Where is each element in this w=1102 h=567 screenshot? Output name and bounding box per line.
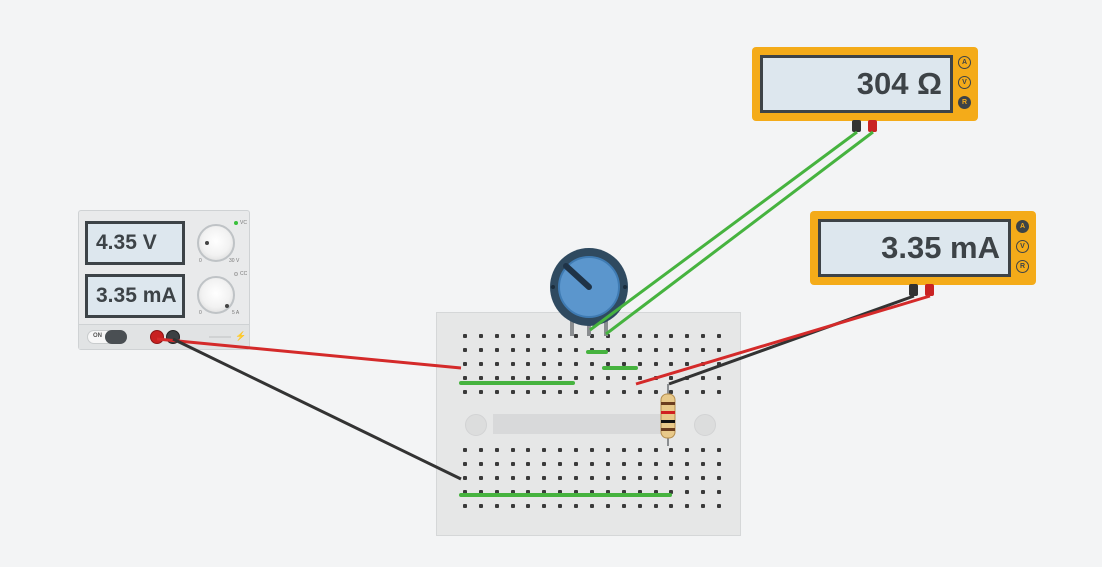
multimeter-ohm[interactable]: 304 Ω A V R: [752, 47, 978, 132]
voltage-display: 4.35 V: [85, 221, 185, 265]
resistor-band: [661, 411, 675, 414]
breadboard[interactable]: [436, 312, 741, 536]
brand-plate: [209, 336, 231, 338]
ohmmeter-lead-wire[interactable]: [589, 130, 858, 332]
mode-button-a[interactable]: A: [958, 56, 971, 69]
mode-button-a[interactable]: A: [1016, 220, 1029, 233]
power-switch-knob: [105, 330, 127, 344]
power-switch-label: ON: [93, 333, 102, 339]
power-red-wire[interactable]: [156, 337, 462, 370]
voltage-knob[interactable]: [197, 224, 235, 262]
top-hole-grid[interactable]: [457, 329, 727, 399]
pot-pointer: [563, 263, 592, 290]
current-display: 3.35 mA: [85, 274, 185, 318]
ammeter-red-probe[interactable]: [925, 284, 934, 296]
mount-hole-left: [465, 414, 487, 436]
cc-indicator-icon: [234, 272, 238, 276]
pot-pin-right: [604, 310, 608, 336]
power-black-wire[interactable]: [172, 337, 462, 481]
mode-button-r[interactable]: R: [958, 96, 971, 109]
current-scale-min: 0: [199, 310, 202, 316]
multimeter-amp[interactable]: 3.35 mA A V R: [810, 211, 1036, 296]
pot-screw: [551, 285, 555, 289]
cv-indicator-label: VC: [240, 220, 247, 226]
voltage-scale-min: 0: [199, 258, 202, 264]
power-supply[interactable]: 4.35 V 3.35 mA VC CC 0 30 V 0 5 A ON ⚡: [78, 210, 250, 350]
ohmmeter-display: 304 Ω: [760, 55, 953, 113]
mode-button-v[interactable]: V: [958, 76, 971, 89]
pot-screw: [623, 285, 627, 289]
resistor-band: [661, 402, 675, 405]
power-switch[interactable]: ON: [87, 330, 127, 344]
ohmmeter-black-probe[interactable]: [852, 120, 861, 132]
cc-indicator-label: CC: [240, 271, 248, 277]
ohmmeter-red-probe[interactable]: [868, 120, 877, 132]
mode-button-r[interactable]: R: [1016, 260, 1029, 273]
resistor-band: [661, 420, 675, 423]
cv-indicator-icon: [234, 221, 238, 225]
resistor-icon[interactable]: [660, 384, 676, 446]
lightning-icon: ⚡: [235, 331, 247, 341]
center-channel: [493, 414, 668, 434]
ammeter-black-wire[interactable]: [668, 294, 915, 386]
bottom-hole-grid[interactable]: [457, 443, 727, 513]
pot-pin-left: [570, 310, 574, 336]
mount-hole-right: [694, 414, 716, 436]
potentiometer[interactable]: [550, 248, 628, 336]
resistor-body: [660, 393, 676, 439]
positive-terminal[interactable]: [150, 330, 164, 344]
resistor-band: [661, 428, 675, 431]
ammeter-red-wire[interactable]: [635, 294, 931, 386]
current-knob[interactable]: [197, 276, 235, 314]
ohmmeter-lead-wire[interactable]: [605, 130, 874, 336]
mode-button-v[interactable]: V: [1016, 240, 1029, 253]
voltage-scale-max: 30 V: [229, 258, 240, 264]
current-scale-max: 5 A: [232, 310, 240, 316]
ammeter-black-probe[interactable]: [909, 284, 918, 296]
ammeter-display: 3.35 mA: [818, 219, 1011, 277]
